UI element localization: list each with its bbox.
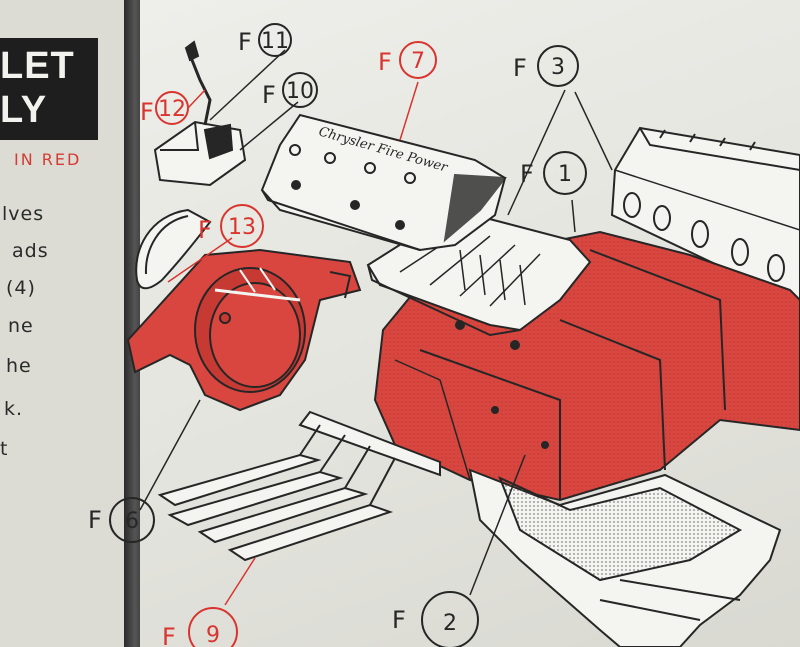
svg-text:1: 1 [558, 162, 572, 187]
text-fragment: he [6, 355, 32, 377]
svg-text:13: 13 [228, 215, 256, 240]
svg-text:7: 7 [411, 49, 425, 74]
svg-text:F: F [262, 81, 276, 109]
text-fragment: ads [12, 240, 49, 262]
title-banner: LET LY [0, 38, 98, 140]
svg-text:F: F [162, 623, 176, 647]
callout-f2: F 2 [392, 591, 479, 647]
fan-belt-part [135, 208, 212, 290]
svg-text:2: 2 [443, 611, 457, 636]
text-fragment: lves [2, 203, 45, 225]
svg-text:9: 9 [206, 623, 220, 647]
svg-text:F: F [513, 54, 527, 82]
svg-text:F: F [520, 160, 534, 188]
text-fragment: t [0, 438, 9, 460]
text-fragment: (4) [6, 277, 36, 299]
color-note: IN RED [14, 150, 82, 169]
callout-f10: F 10 [262, 72, 318, 109]
timing-cover-part [126, 248, 362, 412]
callout-f6: F 6 [88, 497, 155, 543]
cylinder-head-part [610, 126, 800, 302]
callout-f12: F 12 [140, 91, 189, 126]
svg-text:11: 11 [261, 29, 289, 54]
callout-f1: F 1 [520, 151, 587, 195]
svg-text:F: F [392, 606, 406, 634]
banner-line-2: LY [0, 89, 48, 131]
svg-text:F: F [198, 216, 212, 244]
valve-cover-part: Chrysler Fire Power [260, 113, 507, 252]
svg-text:3: 3 [551, 55, 565, 80]
callout-f9: F 9 [162, 607, 238, 647]
svg-text:6: 6 [125, 509, 139, 534]
text-fragment: k. [4, 398, 24, 420]
left-page: LET LY IN RED lves ads (4) ne he k. t [0, 0, 128, 647]
oil-pan-part [468, 468, 782, 647]
callout-f3: F 3 [513, 45, 579, 87]
leader-lines [139, 49, 613, 606]
svg-text:F: F [140, 98, 154, 126]
banner-line-1: LET [0, 45, 75, 87]
svg-text:F: F [88, 506, 102, 534]
distributor-part [153, 40, 247, 187]
text-fragment: ne [8, 315, 34, 337]
callout-f13: F 13 [198, 204, 264, 248]
svg-text:10: 10 [286, 79, 314, 104]
svg-text:F: F [238, 28, 252, 56]
svg-text:12: 12 [158, 97, 186, 122]
exhaust-manifold-part [157, 410, 441, 562]
callout-f11: F 11 [238, 23, 292, 57]
callout-f7: F 7 [378, 41, 437, 79]
svg-text:F: F [378, 48, 392, 76]
